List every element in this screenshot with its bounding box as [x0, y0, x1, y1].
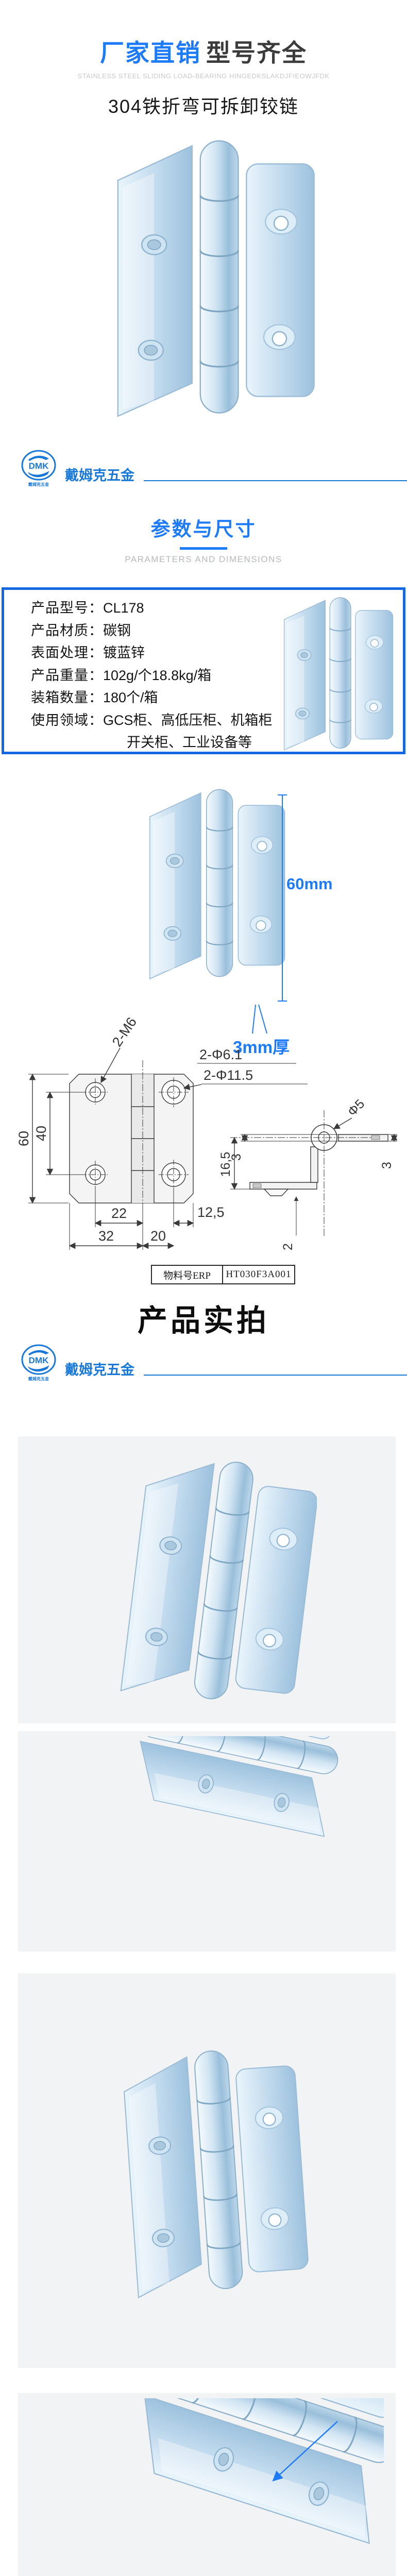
param-value: 镀蓝锌 [103, 645, 145, 660]
drawing-side-view [230, 1110, 398, 1236]
brand-divider [144, 480, 407, 481]
param-label: 装箱数量： [31, 690, 103, 705]
section-heading-params-en: PARAMETERS AND DIMENSIONS [125, 554, 282, 564]
dmk-logo-icon: DMK [21, 1344, 56, 1375]
param-value: 碳钢 [103, 622, 131, 638]
brand-logo: DMK 戴姆克五金 [21, 1344, 57, 1382]
page-title: 厂家直销型号齐全 [0, 33, 407, 69]
dim-22: 22 [111, 1206, 127, 1221]
param-row: 装箱数量：180个/箱 [31, 687, 273, 709]
thickness-pointer-lines [252, 1004, 267, 1034]
hinge-illustration [150, 789, 285, 978]
hinge-illustration [118, 141, 314, 416]
brand-logo-caption: 戴姆克五金 [28, 482, 49, 487]
params-list: 产品型号：CL178 产品材质：碳钢 表面处理：镀蓝锌 产品重量：102g/个1… [31, 597, 273, 752]
dimension-label-thickness: 3mm厚 [233, 1038, 290, 1057]
label-d5: Φ5 [345, 1096, 367, 1119]
svg-text:DMK: DMK [29, 461, 49, 471]
brand-logo: DMK 戴姆克五金 [21, 449, 57, 487]
param-label: 产品材质： [31, 622, 103, 638]
param-row: 产品重量：102g/个18.8kg/箱 [31, 665, 273, 687]
label-2-d11-5: 2-Φ11.5 [204, 1067, 253, 1083]
brand-name: 戴姆克五金 [65, 1362, 134, 1378]
dimension-photo [123, 760, 293, 1007]
main-product-photo [78, 129, 326, 427]
hinge-photo-lying [41, 1736, 371, 1945]
param-value: 180个/箱 [103, 690, 158, 705]
hinge-photo-standing [95, 2012, 312, 2331]
dim-3-right: 3 [380, 1162, 394, 1169]
dimension-tick [278, 1001, 287, 1002]
dim-3-left: 3 [229, 1154, 244, 1161]
dimension-line-height [282, 794, 283, 1002]
erp-label: 物料号ERP [152, 1266, 223, 1283]
svg-text:DMK: DMK [29, 1355, 49, 1365]
hinge-photo-with-arrows [28, 2398, 384, 2576]
page-title-highlight: 厂家直销 [100, 39, 201, 66]
param-value: 开关柜、工业设备等 [127, 735, 252, 750]
erp-value: HT030F3A001 [226, 1269, 292, 1280]
brand-logo-caption: 戴姆克五金 [28, 1377, 49, 1381]
brand-row: DMK 戴姆克五金 戴姆克五金 [21, 1344, 407, 1382]
dim-60: 60 [16, 1131, 31, 1146]
dmk-logo-icon: DMK [21, 450, 56, 481]
label-2-d6-1: 2-Φ6.1 [199, 1047, 242, 1062]
brand-name: 戴姆克五金 [65, 468, 134, 483]
dim-2: 2 [281, 1243, 295, 1250]
dim-12-5: 12,5 [197, 1205, 225, 1220]
panel-product-photo [246, 591, 405, 754]
param-row: 表面处理：镀蓝锌 [31, 642, 273, 665]
param-label: 产品重量： [31, 667, 103, 683]
product-photo-2 [18, 1731, 396, 1952]
param-label: 使用领域： [31, 712, 103, 728]
product-title: 304铁折弯可拆卸铰链 [108, 96, 299, 117]
page-title-english-caption: STAINLESS STEEL SLIDING LOAD-BEARING HIN… [77, 72, 330, 80]
section-heading-photos: 产品实拍 [137, 1304, 269, 1337]
pointer-arrow-icon [272, 2421, 338, 2482]
param-label: 产品型号： [31, 600, 103, 616]
param-row: 产品型号：CL178 [31, 597, 273, 620]
param-label: 表面处理： [31, 645, 103, 660]
heading-underline [180, 547, 227, 550]
technical-drawing: 60 40 22 12,5 32 20 2-M6 2-Φ6.1 2-Φ11.5 [16, 1014, 398, 1250]
product-photo-1 [18, 1436, 396, 1723]
erp-label-box: 物料号ERP HT030F3A001 [151, 1265, 295, 1284]
drawing-front-view [28, 1048, 308, 1250]
product-photo-3 [18, 1973, 396, 2368]
param-value: 102g/个18.8kg/箱 [103, 667, 212, 683]
hinge-photo-angled [100, 1449, 317, 1709]
dim-20: 20 [150, 1228, 166, 1244]
product-photo-4 [18, 2393, 396, 2576]
dim-16-5: 16,5 [218, 1152, 233, 1177]
label-2-m6: 2-M6 [109, 1014, 140, 1049]
dimension-tick [278, 794, 287, 795]
dim-40: 40 [33, 1126, 49, 1141]
param-value: GCS柜、高低压柜、机箱柜 [103, 712, 273, 728]
section-heading-params: 参数与尺寸 [150, 519, 257, 540]
param-row: 产品材质：碳钢 [31, 620, 273, 642]
param-row: 使用领域：GCS柜、高低压柜、机箱柜 [31, 709, 273, 732]
params-panel: 产品型号：CL178 产品材质：碳钢 表面处理：镀蓝锌 产品重量：102g/个1… [2, 587, 405, 754]
brand-divider [144, 1375, 407, 1376]
page-title-rest: 型号齐全 [206, 39, 307, 66]
param-value: CL178 [103, 600, 144, 616]
drawing-side-view-labels: Φ5 16,5 3 2 3 [218, 1096, 394, 1250]
dimension-label-height: 60mm [286, 875, 333, 893]
brand-row: DMK 戴姆克五金 戴姆克五金 [21, 449, 407, 487]
param-row-continuation: 开关柜、工业设备等 [31, 732, 273, 752]
hinge-illustration [284, 598, 393, 750]
dim-32: 32 [98, 1228, 114, 1244]
